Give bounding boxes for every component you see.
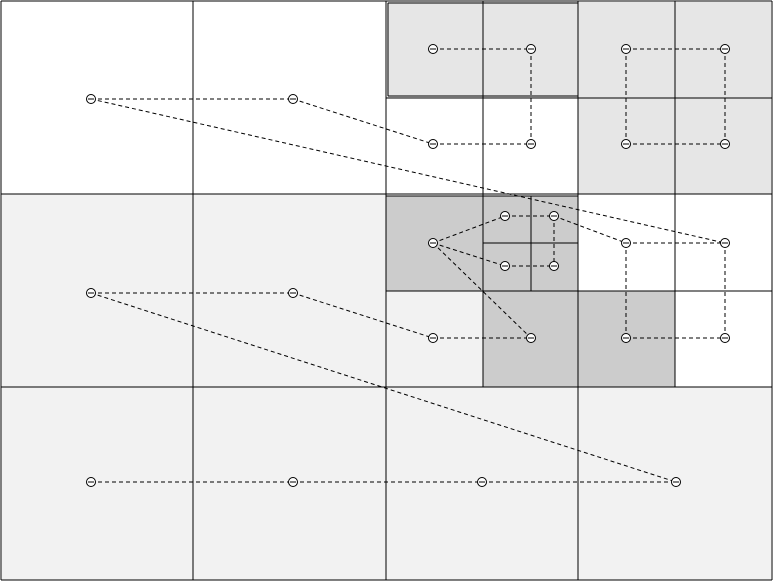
node-20 xyxy=(720,238,730,248)
node-18 xyxy=(428,333,438,343)
node-19 xyxy=(621,238,631,248)
node-7 xyxy=(720,44,730,54)
node-12 xyxy=(428,238,438,248)
path-segment-13 xyxy=(432,242,532,339)
node-2 xyxy=(428,44,438,54)
node-4 xyxy=(428,139,438,149)
node-10 xyxy=(86,288,96,298)
node-11 xyxy=(288,288,298,298)
node-3 xyxy=(526,44,536,54)
node-22 xyxy=(720,333,730,343)
node-8 xyxy=(621,139,631,149)
node-16 xyxy=(549,261,559,271)
node-9 xyxy=(720,139,730,149)
node-14 xyxy=(549,211,559,221)
path-segment-24 xyxy=(90,292,677,483)
traversal-path-layer xyxy=(90,48,726,483)
cell-fill-0 xyxy=(2,194,386,387)
path-segment-18 xyxy=(432,215,506,244)
nodes-layer xyxy=(86,44,730,487)
node-6 xyxy=(621,44,631,54)
node-17 xyxy=(526,333,536,343)
path-segment-14 xyxy=(432,242,506,267)
node-5 xyxy=(526,139,536,149)
node-26 xyxy=(671,477,681,487)
node-25 xyxy=(477,477,487,487)
path-segment-5 xyxy=(90,98,726,244)
node-13 xyxy=(500,211,510,221)
node-15 xyxy=(500,261,510,271)
path-segment-1 xyxy=(292,98,434,145)
path-segment-23 xyxy=(553,215,627,244)
path-segment-11 xyxy=(292,292,434,339)
node-24 xyxy=(288,477,298,487)
node-0 xyxy=(86,94,96,104)
node-23 xyxy=(86,477,96,487)
node-1 xyxy=(288,94,298,104)
node-21 xyxy=(621,333,631,343)
